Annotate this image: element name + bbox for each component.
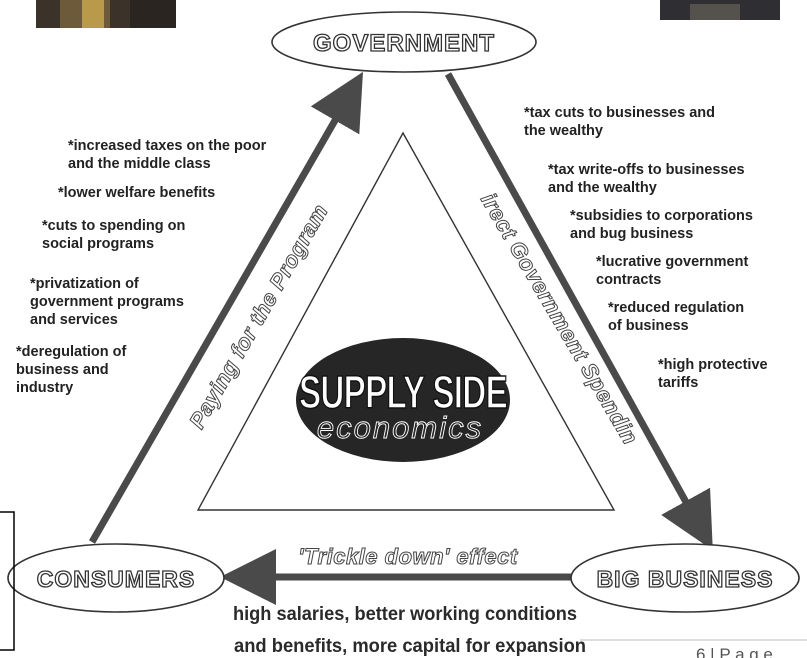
bottom-note-line-1: high salaries, better working conditions <box>233 604 577 625</box>
right-note-3-line-1: *subsidies to corporations <box>570 208 753 224</box>
node-big-business: BIG BUSINESS <box>570 543 800 613</box>
arrow-to-big-business <box>444 72 713 551</box>
page-border <box>0 511 15 651</box>
government-label: GOVERNMENT <box>313 30 495 57</box>
center-subtitle: economics <box>317 410 483 445</box>
right-note-5-line-1: *reduced regulation <box>608 300 744 316</box>
left-note-2-line-1: *lower welfare benefits <box>58 185 215 201</box>
left-note-4-line-2: government programs <box>30 294 184 310</box>
right-notes: *tax cuts to businesses and the wealthy *t… <box>524 105 768 391</box>
node-government: GOVERNMENT <box>271 11 537 73</box>
left-note-5-line-1: *deregulation of <box>16 344 127 360</box>
right-note-2-line-1: *tax write-offs to businesses <box>548 162 745 178</box>
right-note-6-line-2: tariffs <box>658 375 698 391</box>
left-note-1-line-2: and the middle class <box>68 156 211 172</box>
left-note-5-line-2: business and <box>16 362 109 378</box>
right-note-2-line-2: and the wealthy <box>548 180 657 196</box>
arrow-to-government <box>88 71 363 544</box>
right-note-1-line-1: *tax cuts to businesses and <box>524 105 715 121</box>
edge-label-bottom: 'Trickle down' effect <box>298 544 519 569</box>
left-note-4-line-1: *privatization of <box>30 276 139 292</box>
right-note-4-line-2: contracts <box>596 272 661 288</box>
left-note-3-line-1: *cuts to spending on <box>42 218 185 234</box>
photo-top-right <box>660 0 780 20</box>
page-label: 6 | P a g e <box>696 645 773 658</box>
center-title: SUPPLY SIDE <box>299 366 507 418</box>
node-consumers: CONSUMERS <box>7 543 225 613</box>
photo-top-left <box>36 0 176 28</box>
left-note-5-line-3: industry <box>16 380 73 396</box>
right-note-1-line-2: the wealthy <box>524 123 603 139</box>
left-note-3-line-2: social programs <box>42 236 154 252</box>
left-note-1-line-1: *increased taxes on the poor <box>68 138 267 154</box>
left-notes: *increased taxes on the poor and the midd… <box>16 138 267 396</box>
right-note-6-line-1: *high protective <box>658 357 768 373</box>
consumers-label: CONSUMERS <box>37 566 196 592</box>
bottom-note-line-2: and benefits, more capital for expansion <box>234 636 586 657</box>
right-note-5-line-2: of business <box>608 318 689 334</box>
center-badge: SUPPLY SIDE economics <box>296 338 510 462</box>
right-note-3-line-2: and bug business <box>570 226 693 242</box>
left-note-4-line-3: and services <box>30 312 118 328</box>
right-note-4-line-1: *lucrative government <box>596 254 748 270</box>
big-business-label: BIG BUSINESS <box>597 566 774 592</box>
